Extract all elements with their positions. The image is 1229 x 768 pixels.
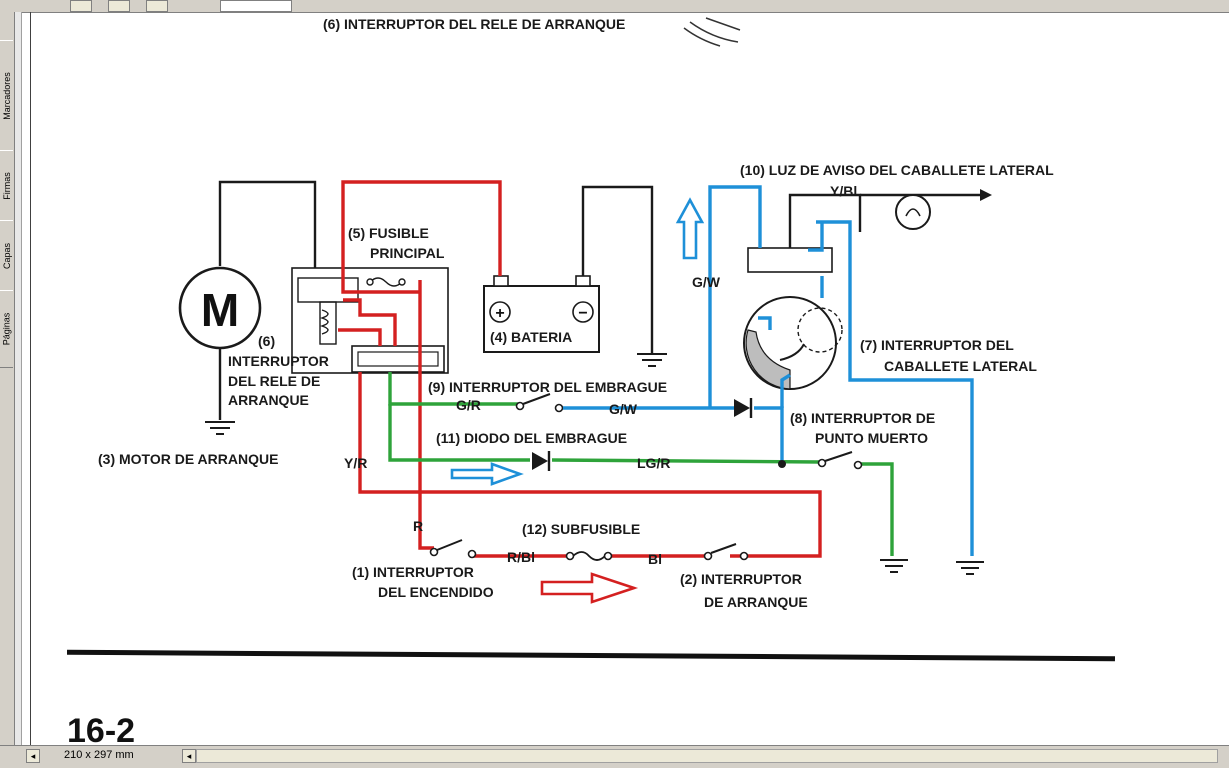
ground-icon bbox=[637, 353, 667, 367]
top-caption: (6) INTERRUPTOR DEL RELE DE ARRANQUE bbox=[323, 16, 625, 32]
wiring-diagram: (6) INTERRUPTOR DEL RELE DE ARRANQUE M +… bbox=[66, 16, 1116, 745]
battery-minus-sign: − bbox=[578, 305, 587, 322]
neutral-switch-icon bbox=[817, 451, 863, 470]
starter-switch-label: (2) INTERRUPTOR bbox=[680, 571, 802, 587]
wire-code: Y/R bbox=[344, 455, 367, 471]
sidestand-switch-label: (7) INTERRUPTOR DEL bbox=[860, 337, 1014, 353]
red-wires bbox=[338, 180, 822, 558]
relay-label: INTERRUPTOR bbox=[228, 353, 329, 369]
panel-splitter[interactable] bbox=[15, 12, 22, 745]
clutch-diode-label: (11) DIODO DEL EMBRAGUE bbox=[436, 430, 627, 446]
top-squiggle bbox=[683, 17, 741, 47]
relay-box bbox=[291, 267, 449, 374]
neutral-switch-label: (8) INTERRUPTOR DE bbox=[790, 410, 935, 426]
ground-icon bbox=[205, 421, 235, 435]
page-edge bbox=[30, 12, 31, 745]
arrow-right-icon bbox=[980, 189, 992, 201]
clutch-switch-label: (9) INTERRUPTOR DEL EMBRAGUE bbox=[428, 379, 667, 395]
relay-label: DEL RELE DE bbox=[228, 373, 320, 389]
wire-code: Bl bbox=[648, 551, 662, 567]
ignition-switch-label: (1) INTERRUPTOR bbox=[352, 564, 474, 580]
arrow-right-icon bbox=[540, 572, 639, 604]
fuse-label: (5) FUSIBLE bbox=[348, 225, 429, 241]
wire-code: G/R bbox=[456, 397, 481, 413]
starter-switch-icon bbox=[703, 543, 749, 561]
green-wires bbox=[388, 372, 894, 556]
black-wires bbox=[218, 180, 980, 420]
subfuse-label: (12) SUBFUSIBLE bbox=[522, 521, 640, 537]
junction-dot bbox=[778, 460, 786, 468]
ignition-switch-icon bbox=[429, 539, 477, 559]
battery-label: (4) BATERIA bbox=[490, 329, 572, 345]
ground-icon bbox=[880, 559, 908, 573]
relay-label: ARRANQUE bbox=[228, 392, 309, 408]
main-fuse-icon bbox=[369, 277, 403, 287]
scroll-left-button[interactable]: ◂ bbox=[182, 749, 196, 763]
wire-code: R/Bl bbox=[507, 549, 535, 565]
tab-pages[interactable]: Páginas bbox=[0, 290, 13, 368]
sidestand-connector bbox=[747, 247, 833, 273]
starter-motor-icon bbox=[178, 266, 262, 350]
viewer-toolbar bbox=[0, 0, 1229, 13]
motor-letter: M bbox=[201, 284, 239, 336]
battery-minus-icon bbox=[572, 301, 594, 323]
wire-code: LG/R bbox=[637, 455, 670, 471]
horizontal-scrollbar[interactable] bbox=[196, 749, 1218, 763]
sidestand-switch-label: CABALLETE LATERAL bbox=[884, 358, 1037, 374]
clutch-switch-icon bbox=[515, 393, 564, 413]
zoom-field[interactable] bbox=[220, 0, 292, 12]
arrow-up-icon bbox=[675, 197, 705, 260]
fuse-label: PRINCIPAL bbox=[370, 245, 445, 261]
wire-code: Y/Bl bbox=[830, 183, 857, 199]
neutral-switch-label: PUNTO MUERTO bbox=[815, 430, 928, 446]
navigation-panel: Marcadores Firmas Capas Páginas bbox=[0, 12, 15, 745]
ignition-switch-label: DEL ENCENDIDO bbox=[378, 584, 494, 600]
wire-code: R bbox=[413, 518, 423, 534]
neutral-diode-icon bbox=[734, 398, 753, 418]
page-rule bbox=[66, 649, 1116, 662]
relay-coil-icon bbox=[319, 301, 337, 345]
battery-plus-icon bbox=[489, 301, 511, 323]
battery-plus-sign: + bbox=[495, 305, 504, 322]
arrow-right-icon bbox=[450, 462, 524, 486]
wire-code: G/W bbox=[692, 274, 721, 290]
clutch-diode-icon bbox=[532, 451, 551, 471]
status-bar: ◂ 210 x 297 mm ◂ bbox=[0, 745, 1229, 768]
relay-label: (6) bbox=[258, 333, 275, 349]
starter-switch-label: DE ARRANQUE bbox=[704, 594, 808, 610]
battery-icon bbox=[483, 285, 600, 353]
page-size-arrow-icon[interactable]: ◂ bbox=[26, 749, 40, 763]
warning-light-icon bbox=[895, 194, 931, 230]
ground-icon bbox=[956, 561, 984, 575]
blue-wires bbox=[563, 185, 974, 556]
relay-connector bbox=[351, 345, 445, 373]
page-number: 16-2 bbox=[67, 712, 135, 745]
toolbar-button[interactable] bbox=[108, 0, 130, 12]
page-size-label: 210 x 297 mm bbox=[64, 749, 134, 761]
wire-code: G/W bbox=[609, 401, 638, 417]
subfuse-icon bbox=[565, 551, 613, 561]
toolbar-button[interactable] bbox=[146, 0, 168, 12]
toolbar-button[interactable] bbox=[70, 0, 92, 12]
motor-label: (3) MOTOR DE ARRANQUE bbox=[98, 451, 278, 467]
warning-light-label: (10) LUZ DE AVISO DEL CABALLETE LATERAL bbox=[740, 162, 1054, 178]
